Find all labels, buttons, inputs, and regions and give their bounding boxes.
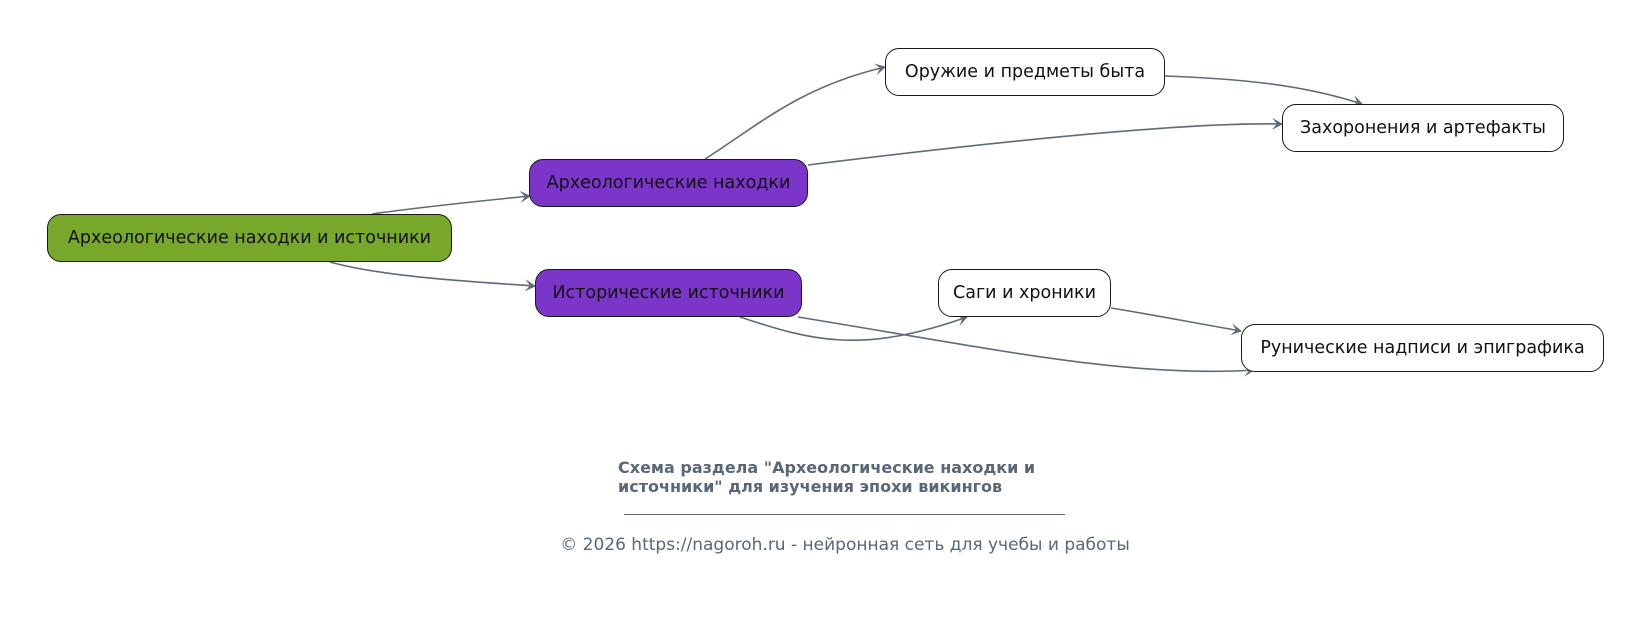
edge-root-to-historical-sources — [329, 261, 536, 292]
node-archaeological-finds-and-sources: Археологические находки и источники — [47, 214, 452, 262]
edge-archaeological-finds-to-weapons — [704, 63, 886, 160]
edge-archaeological-finds-to-burials — [807, 117, 1283, 166]
edge-historical-sources-to-runes — [797, 316, 1255, 377]
node-burials-and-artifacts: Захоронения и артефакты — [1282, 104, 1564, 152]
copyright-footer: © 2026 https://nagoroh.ru - нейронная се… — [560, 535, 1130, 555]
node-sagas-and-chronicles: Саги и хроники — [938, 269, 1111, 317]
node-historical-sources: Исторические источники — [535, 269, 802, 317]
node-runic-inscriptions: Рунические надписи и эпиграфика — [1241, 324, 1604, 372]
edge-root-to-archaeological-finds — [371, 191, 531, 215]
edge-weapons-to-burials — [1164, 75, 1363, 107]
edge-historical-sources-to-sagas — [739, 314, 968, 342]
diagram-caption-title: Схема раздела "Археологические находки и… — [618, 458, 1036, 496]
node-weapons-and-household-items: Оружие и предметы быта — [885, 48, 1165, 96]
edge-sagas-to-runes — [1110, 307, 1242, 336]
caption-divider — [624, 514, 1065, 515]
node-archaeological-finds: Археологические находки — [529, 159, 808, 207]
